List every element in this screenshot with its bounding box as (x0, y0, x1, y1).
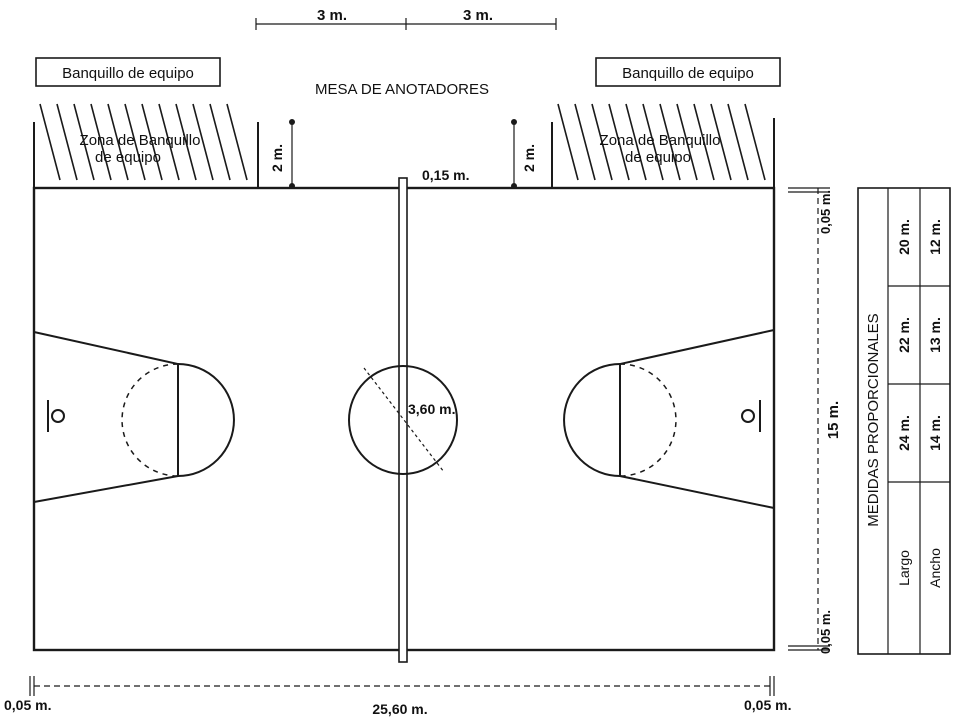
table-title: MEDIDAS PROPORCIONALES (865, 313, 882, 526)
bench-zone-left: Zona de Banquillo de equipo (33, 103, 259, 188)
top-dim-left-label: 3 m. (317, 7, 347, 24)
key-left (33, 331, 235, 503)
cell-largo-2: 22 m. (896, 317, 912, 353)
hatch-stroke (158, 103, 180, 181)
bench-right-label: Banquillo de equipo (622, 65, 754, 82)
hatch-stroke (107, 103, 129, 181)
cell-ancho-1: 14 m. (927, 415, 943, 451)
top-dimension: 3 m. 3 m. (255, 7, 557, 30)
length-total-label: 25,60 m. (372, 701, 427, 717)
hatch-stroke (39, 103, 61, 181)
bench-left: Banquillo de equipo (35, 57, 221, 87)
top-dim-right-label: 3 m. (463, 7, 493, 24)
length-dimension: 0,05 m. 25,60 m. 0,05 m. (4, 676, 791, 717)
substitution-marker-left: 2 m. (269, 119, 295, 189)
hatch-stroke (574, 103, 596, 181)
key-right (563, 329, 775, 509)
dim-2m-left-label: 2 m. (269, 144, 285, 172)
scorers-table-label: MESA DE ANOTADORES (315, 81, 489, 98)
margin-bottom-left-label: 0,05 m. (4, 697, 51, 713)
hatch-stroke (175, 103, 197, 181)
hatch-stroke (727, 103, 749, 181)
margin-bottom-right-label: 0,05 m. (818, 610, 833, 654)
cell-ancho-3: 12 m. (927, 219, 943, 255)
hatch-stroke (90, 103, 112, 181)
court: 0,15 m. 3,60 m. (32, 167, 776, 663)
substitution-marker-right: 2 m. (511, 119, 537, 189)
bench-zone-right-line1: Zona de Banquillo (600, 132, 721, 149)
bench-right: Banquillo de equipo (595, 57, 781, 87)
hatch-stroke (557, 103, 579, 181)
hatch-stroke (625, 103, 647, 181)
hatch-stroke (124, 103, 146, 181)
hatch-stroke (744, 103, 766, 181)
bench-zone-left-line1: Zona de Banquillo (80, 132, 201, 149)
bench-zone-left-line2: de equipo (95, 149, 161, 166)
center-line (398, 177, 408, 663)
hatch-stroke (659, 103, 681, 181)
row-label-largo: Largo (896, 550, 912, 586)
hatch-stroke (192, 103, 214, 181)
hatch-stroke (642, 103, 664, 181)
center-circle-diameter-label: 3,60 m. (408, 401, 455, 417)
bench-zone-right: Zona de Banquillo de equipo (551, 103, 775, 188)
hatch-stroke (693, 103, 715, 181)
hatch-stroke (141, 103, 163, 181)
hatch-stroke (608, 103, 630, 181)
cell-largo-1: 24 m. (896, 415, 912, 451)
bench-left-label: Banquillo de equipo (62, 65, 194, 82)
margin-top-right-label: 0,05 m. (818, 190, 833, 234)
hatch-stroke (73, 103, 95, 181)
hatch-stroke (209, 103, 231, 181)
dim-2m-right-label: 2 m. (521, 144, 537, 172)
row-label-ancho: Ancho (927, 548, 943, 588)
width-15m-label: 15 m. (825, 401, 842, 439)
width-dimension: 15 m. 0,05 m. 0,05 m. (788, 187, 842, 654)
hatch-stroke (676, 103, 698, 181)
hatch-stroke (226, 103, 248, 181)
center-circle (348, 365, 458, 475)
hatch-stroke (56, 103, 78, 181)
proportional-measures-table: MEDIDAS PROPORCIONALES Largo Ancho 24 m.… (857, 187, 951, 655)
bench-zone-right-line2: de equipo (625, 149, 691, 166)
center-line-offset-label: 0,15 m. (422, 167, 469, 183)
cell-ancho-2: 13 m. (927, 317, 943, 353)
hatch-stroke (710, 103, 732, 181)
margin-bottom-right2-label: 0,05 m. (744, 697, 791, 713)
cell-largo-3: 20 m. (896, 219, 912, 255)
hatch-stroke (591, 103, 613, 181)
